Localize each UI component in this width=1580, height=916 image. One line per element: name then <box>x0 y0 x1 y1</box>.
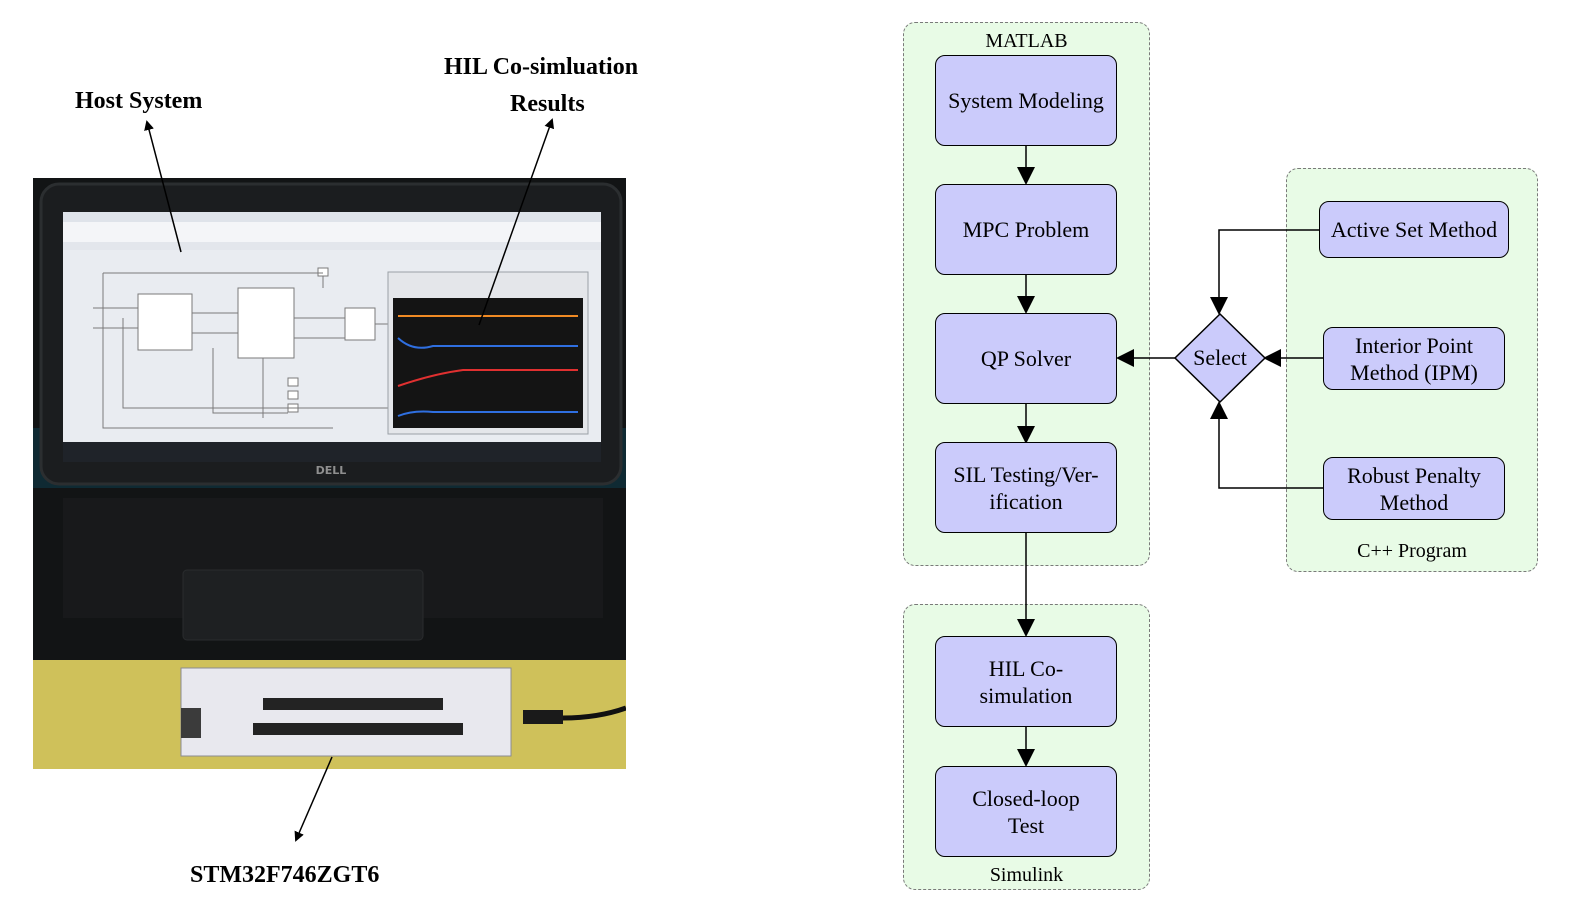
hil-results-callout-line1: HIL Co-simluation <box>444 54 639 80</box>
arrow-active-set-to-select <box>1210 229 1319 315</box>
node-interior-point-method: Interior Point Method (IPM) <box>1323 327 1505 390</box>
os-taskbar <box>63 442 601 462</box>
usb-cable <box>562 705 626 721</box>
board-header-top <box>263 698 443 710</box>
simulink-toolbar <box>63 222 601 242</box>
scope-plot-area <box>393 298 583 428</box>
laptop-photo: DELL <box>33 178 626 769</box>
laptop-touchpad <box>182 569 424 641</box>
arrow-penalty-to-select <box>1210 401 1323 489</box>
select-diamond <box>1173 312 1267 404</box>
node-hil-cosimulation: HIL Co-simulation <box>935 636 1117 727</box>
hil-results-callout-line2: Results <box>510 91 585 117</box>
node-mpc-problem: MPC Problem <box>935 184 1117 275</box>
simulink-tabs <box>63 242 601 250</box>
host-system-callout: Host System <box>75 88 203 114</box>
board-ethernet-port <box>181 708 201 738</box>
usb-cable-plug <box>523 710 563 724</box>
select-label: Select <box>1193 345 1247 370</box>
node-sil-testing: SIL Testing/Ver-ification <box>935 442 1117 533</box>
host-system-arrow <box>144 120 182 253</box>
cpp-program-region-label: C++ Program <box>1357 540 1467 562</box>
simulink-region-label: Simulink <box>989 864 1064 886</box>
board-callout: STM32F746ZGT6 <box>190 862 380 888</box>
window-titlebar <box>63 212 601 222</box>
board-arrow <box>294 756 333 842</box>
node-active-set-method: Active Set Method <box>1319 201 1509 258</box>
laptop-illustration: DELL <box>33 178 626 769</box>
laptop-brand-logo: DELL <box>316 464 347 477</box>
node-robust-penalty-method: Robust Penalty Method <box>1323 457 1505 520</box>
node-closed-loop-test: Closed-loop Test <box>935 766 1117 857</box>
scope-traces <box>397 315 578 417</box>
simulink-diagram <box>93 267 389 429</box>
board-header-bottom <box>253 723 463 735</box>
node-system-modeling: System Modeling <box>935 55 1117 146</box>
hil-results-arrow <box>478 118 555 326</box>
matlab-region-label: MATLAB <box>985 30 1068 52</box>
node-qp-solver: QP Solver <box>935 313 1117 404</box>
stm32-board <box>180 667 512 757</box>
